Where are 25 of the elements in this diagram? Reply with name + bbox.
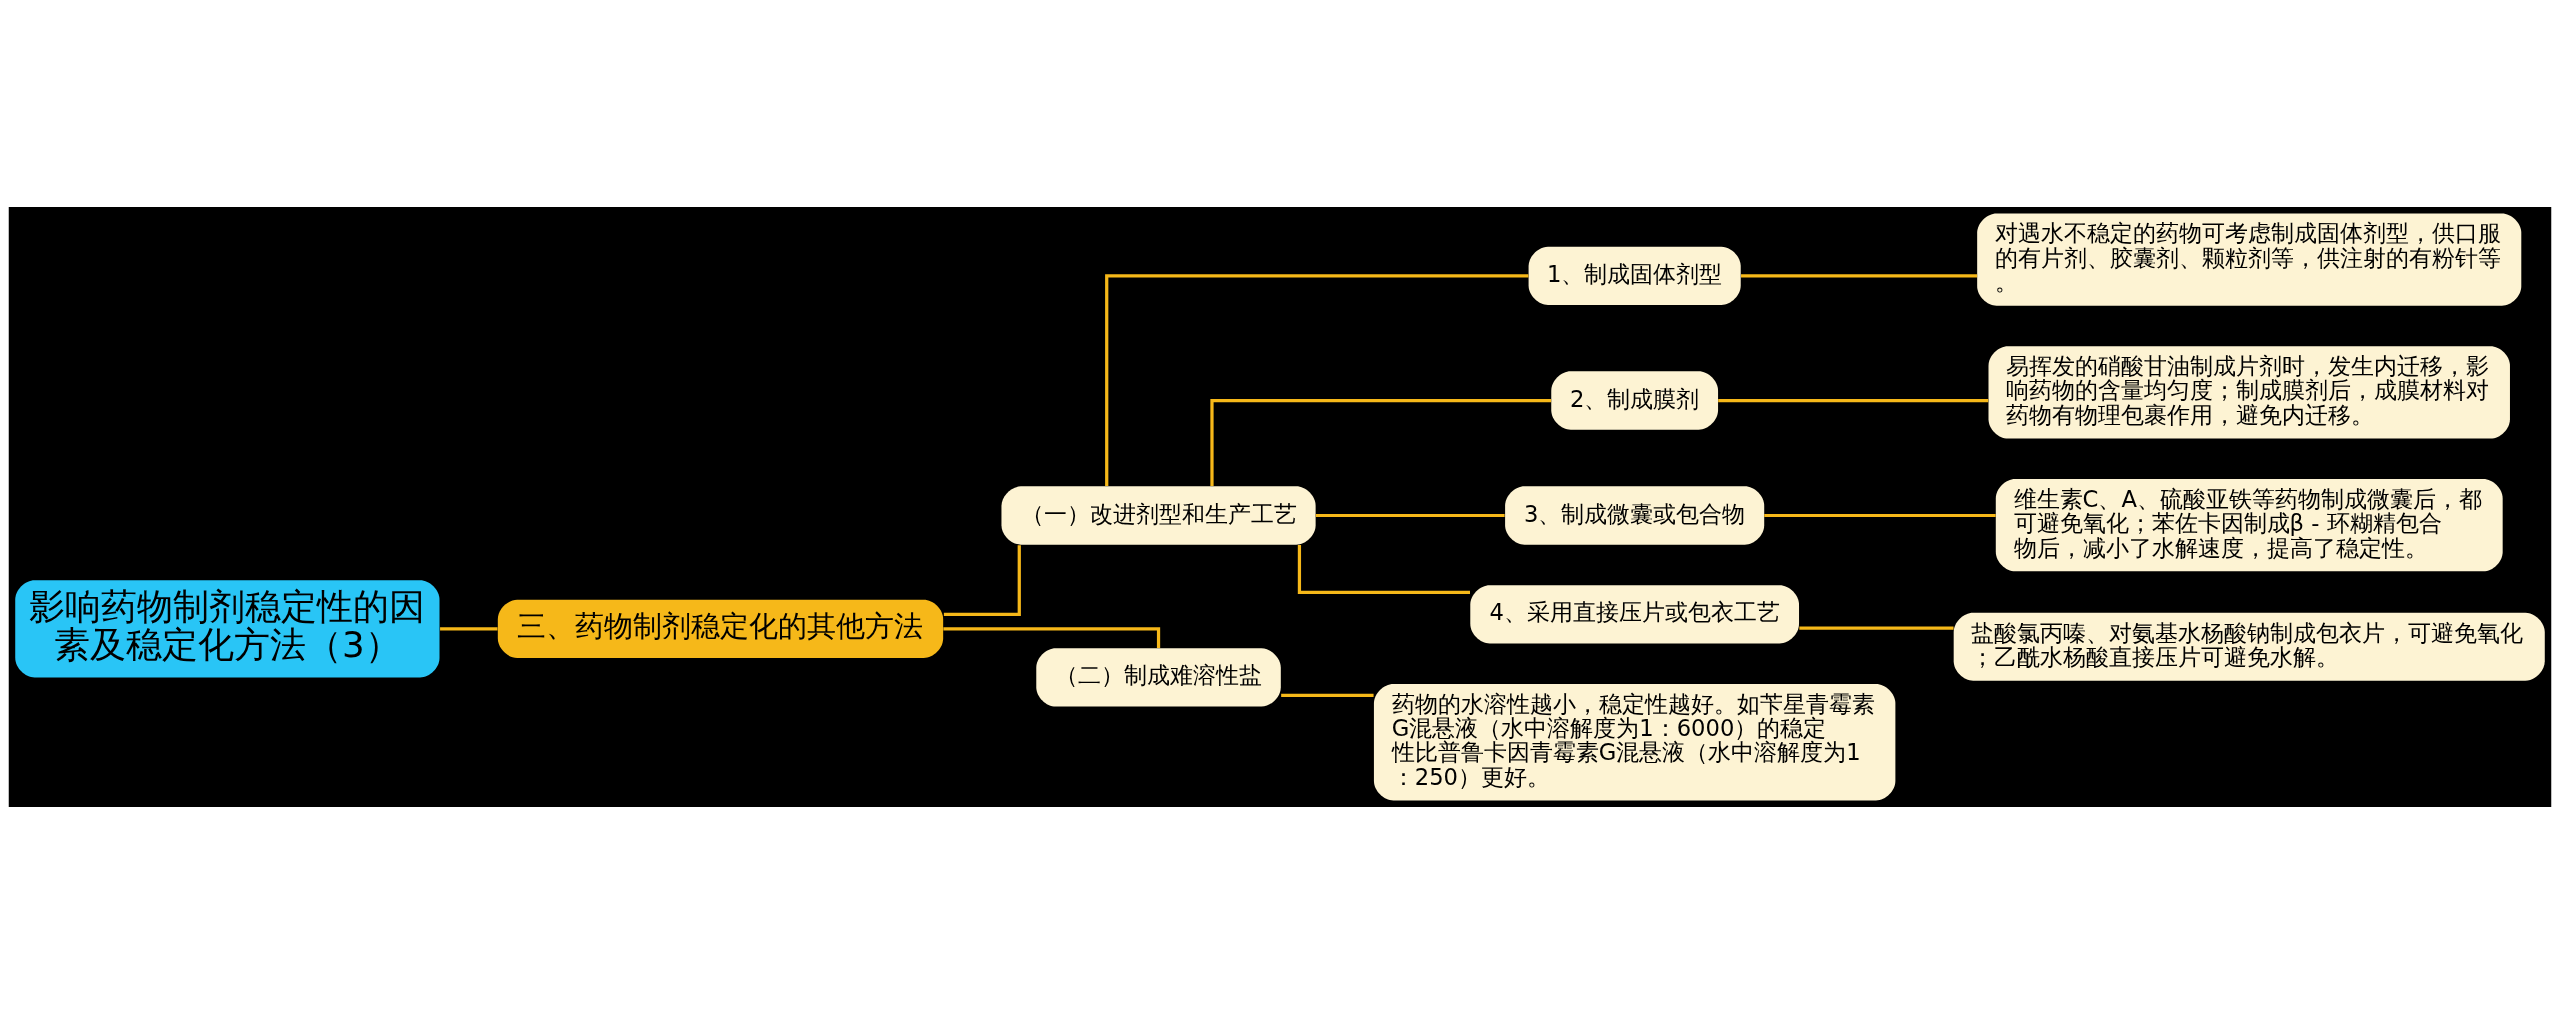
node-box: （一）改进剂型和生产工艺 <box>1001 486 1316 545</box>
connector <box>1210 398 1552 486</box>
connector <box>1764 513 1996 518</box>
connector <box>1297 545 1470 595</box>
node-box: 易挥发的硝酸甘油制成片剂时，发生内迁移，影响药物的含量均匀度；制成膜剂后，成膜材料对药物有物理包裹作用，避免内迁移。 <box>1988 346 2510 439</box>
connector <box>1281 693 1374 697</box>
connector <box>1799 626 1954 630</box>
node-box: 影响药物制剂稳定性的因素及稳定化方法（3） <box>15 580 440 678</box>
node-box: 4、采用直接压片或包衣工艺 <box>1470 585 1800 644</box>
node-box: 药物的水溶性越小，稳定性越好。如苄星青霉素G混悬液（水中溶解度为1：6000）的稳定性比普鲁卡因青霉素G混悬液（水中溶解度为1：250）更好。 <box>1373 683 1896 801</box>
connector <box>1105 274 1529 487</box>
connector <box>943 627 1161 649</box>
node-box: 2、制成膜剂 <box>1551 371 1719 430</box>
node-box: 维生素C、A、硫酸亚铁等药物制成微囊后，都可避免氧化；苯佐卡因制成β - 环糊精包合物后，减小了水解速度，提高了稳定性。 <box>1995 479 2503 572</box>
connector <box>1315 513 1505 518</box>
node-box: 三、药物制剂稳定化的其他方法 <box>497 599 944 658</box>
node-box: 1、制成固体剂型 <box>1528 246 1741 305</box>
connector <box>1718 398 1989 403</box>
node-box: （二）制成难溶性盐 <box>1036 648 1281 707</box>
connector <box>440 627 498 631</box>
node-box: 对遇水不稳定的药物可考虑制成固体剂型，供口服的有片剂、胶囊剂、颗粒剂等，供注射的有粉针等。 <box>1977 213 2522 306</box>
connector <box>1741 274 1978 278</box>
node-box: 盐酸氯丙嗪、对氨基水杨酸钠制成包衣片，可避免氧化；乙酰水杨酸直接压片可避免水解。 <box>1953 612 2545 681</box>
node-box: 3、制成微囊或包合物 <box>1505 486 1765 545</box>
connector <box>943 545 1021 616</box>
